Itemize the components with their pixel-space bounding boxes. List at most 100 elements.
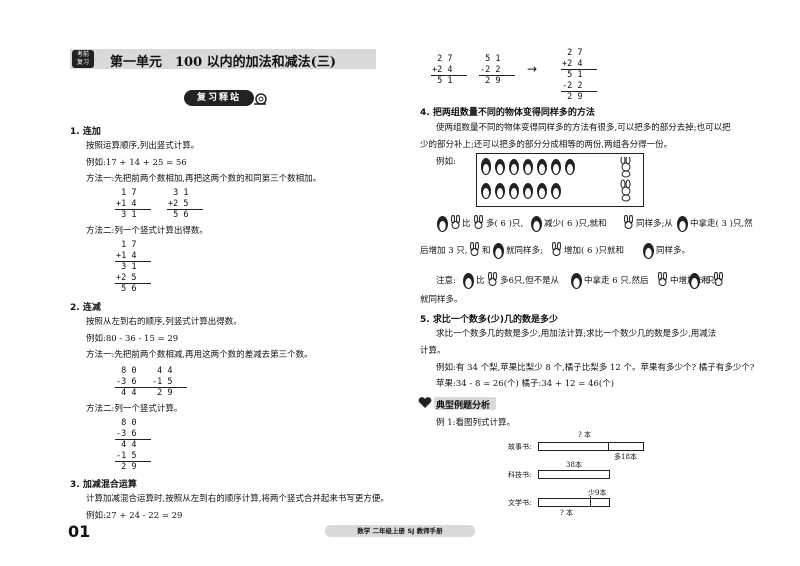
s4-line1-a: 比 [462, 219, 471, 229]
rabbit-icon [470, 242, 479, 256]
heart-icon [418, 397, 432, 408]
section-3-para: 计算加减混合运算时,按照从左到右的顺序计算,将两个竖式合并起来书写更方便。 [86, 494, 389, 504]
header-badge-line2: 复习 [76, 59, 89, 66]
calc-2a: 8 0-3 6 4 4 [116, 366, 137, 398]
calc-1b-rule [167, 209, 203, 210]
calc-2c: 8 0-3 6 4 4-1 5 2 9 [116, 418, 137, 472]
penguin-icon [689, 273, 700, 289]
diagram-row3-label: 文学书: [508, 499, 532, 507]
s4-line2-d: 增加( 6 )只就和 [564, 246, 624, 256]
penguin-icon [677, 216, 688, 232]
calc-3b-rule [479, 75, 515, 76]
section-5-para1: 求比一个数多几的数是多少,用加法计算;求比一个数少几的数是多少,用减法 [436, 329, 717, 339]
section-5-example: 例如:有 34 个梨,苹果比梨少 8 个,橘子比梨多 12 个。苹果有多少个? … [436, 363, 755, 373]
review-banner: 复习释站 [184, 90, 254, 106]
diagram-row2-label: 科技书: [508, 471, 532, 479]
calc-1c-rule1 [115, 261, 151, 262]
rabbit-icon [624, 215, 633, 229]
s4-line1-e: 中拿走( 3 )只,然 [690, 219, 753, 229]
footer-text: 数学 二年级上册 SJ 教师手册 [357, 527, 443, 535]
s4-line1-d: 同样多;从 [636, 219, 673, 229]
calc-1a: 1 7+1 4 3 1 [116, 188, 137, 220]
section-2-method1: 方法一:先把前两个数相减,再用这两个数的差减去第三个数。 [86, 350, 313, 360]
animals-picture [476, 153, 644, 207]
calc-2c-rule2 [115, 461, 151, 462]
footer-bar: 数学 二年级上册 SJ 教师手册 [325, 525, 475, 537]
diagram-bar-science [538, 470, 610, 479]
calc-3a-rule [431, 75, 467, 76]
header-bar [70, 49, 376, 69]
calc-1c: 1 7+1 4 3 1+2 5 5 6 [116, 240, 137, 294]
s4-note-b: 比 [476, 276, 485, 286]
calc-2a-rule [115, 387, 151, 388]
calc-2b-rule [151, 387, 187, 388]
rabbit-icon [451, 215, 460, 229]
diagram-q-top: ? 本 [578, 431, 591, 439]
section-4-example: 例如: [436, 157, 456, 167]
s4-line1-c: 减少( 6 )只,就和 [544, 219, 607, 229]
diagram-less9: 少9本 [588, 489, 607, 497]
s4-note-c: 多6只,但不是从 [500, 276, 560, 286]
penguin-rows-icon [481, 158, 575, 199]
diagram-q-bottom: ? 本 [560, 509, 573, 517]
calc-1c-rule2 [115, 283, 151, 284]
diagram-more18: 多18本 [614, 453, 637, 461]
example-1: 例 1:看图列式计算。 [436, 418, 515, 428]
s4-line2-a: 后增加 3 只, [420, 246, 468, 256]
rabbit-icon [714, 272, 723, 286]
s4-line2-c: 就同样多; [506, 246, 543, 256]
section-1-title: 1. 连加 [70, 127, 101, 137]
penguin-icon [643, 243, 654, 259]
rabbit-icon [488, 272, 497, 286]
section-2-para: 按照从左到右的顺序,列竖式计算出得数。 [86, 317, 242, 327]
rabbit-column-icon [620, 157, 631, 202]
rabbit-icon [552, 242, 561, 256]
rabbit-icon [474, 215, 483, 229]
section-1-method1: 方法一:先把前两个数相加,再把这两个数的和同第三个数相加。 [86, 174, 322, 184]
typical-title: 典型例题分析 [436, 401, 491, 411]
calc-2c-rule1 [115, 439, 151, 440]
section-1-para: 按照运算顺序,列出竖式计算。 [86, 141, 200, 151]
section-4-para1: 使两组数量不同的物体变得同样多的方法有很多,可以把多的部分去掉;也可以把 [436, 123, 731, 133]
diagram-n38: 38本 [566, 461, 582, 469]
section-4-title: 4. 把两组数量不同的物体变得同样多的方法 [420, 108, 595, 118]
s4-note-a: 注意: [436, 276, 456, 286]
snail-icon [254, 93, 267, 105]
section-4-para2: 少的部分补上;还可以把多的部分分成相等的两份,两组各分得一份。 [420, 140, 673, 150]
penguin-icon [571, 273, 582, 289]
calc-3c-rule2 [561, 91, 597, 92]
header-badge-line1: 考前 [76, 51, 89, 58]
diagram-row1-label: 故事书: [508, 443, 532, 451]
penguin-icon [493, 243, 504, 259]
diagram-bar-story [538, 442, 644, 451]
rabbit-icon [658, 272, 667, 286]
typical-title-bar [434, 397, 496, 410]
s4-line1-b: 多( 6 )只, [486, 219, 524, 229]
diagram-split-story [608, 442, 609, 451]
s4-note-g: 就同样多。 [420, 295, 463, 305]
arrow: → [527, 62, 538, 76]
section-2-example: 例如:80 - 36 - 15 = 29 [86, 334, 179, 344]
section-2-method2: 方法二:列一个竖式计算。 [86, 404, 183, 414]
header-badge: 考前 复习 [72, 50, 94, 68]
s4-line2-b: 和 [482, 246, 491, 256]
penguin-icon [437, 216, 448, 232]
diagram-split-literature [590, 496, 591, 507]
calc-3b: 5 1-2 2 2 9 [480, 54, 501, 86]
penguin-icon [531, 216, 542, 232]
s4-note-d: 中拿走 6 只,然后 [584, 276, 649, 286]
review-banner-text: 复习释站 [196, 93, 241, 103]
diagram-bar-literature [538, 498, 610, 507]
calc-3c-rule1 [561, 69, 597, 70]
calc-3a: 2 7+2 4 5 1 [432, 54, 453, 86]
section-1-method2: 方法二:列一个竖式计算出得数。 [86, 226, 208, 236]
calc-1a-rule [115, 209, 151, 210]
page-number: 01 [68, 522, 91, 541]
section-3-title: 3. 加减混合运算 [70, 480, 137, 490]
section-5-answer: 苹果:34 - 8 = 26(个) 橘子:34 + 12 = 46(个) [436, 379, 615, 389]
section-2-title: 2. 连减 [70, 303, 101, 313]
s4-note-f: 和 [702, 276, 711, 286]
penguin-icon [463, 273, 474, 289]
calc-3c: 2 7+2 4 5 1-2 2 2 9 [562, 48, 583, 102]
page-title: 第一单元 100 以内的加法和减法(三) [110, 55, 336, 70]
